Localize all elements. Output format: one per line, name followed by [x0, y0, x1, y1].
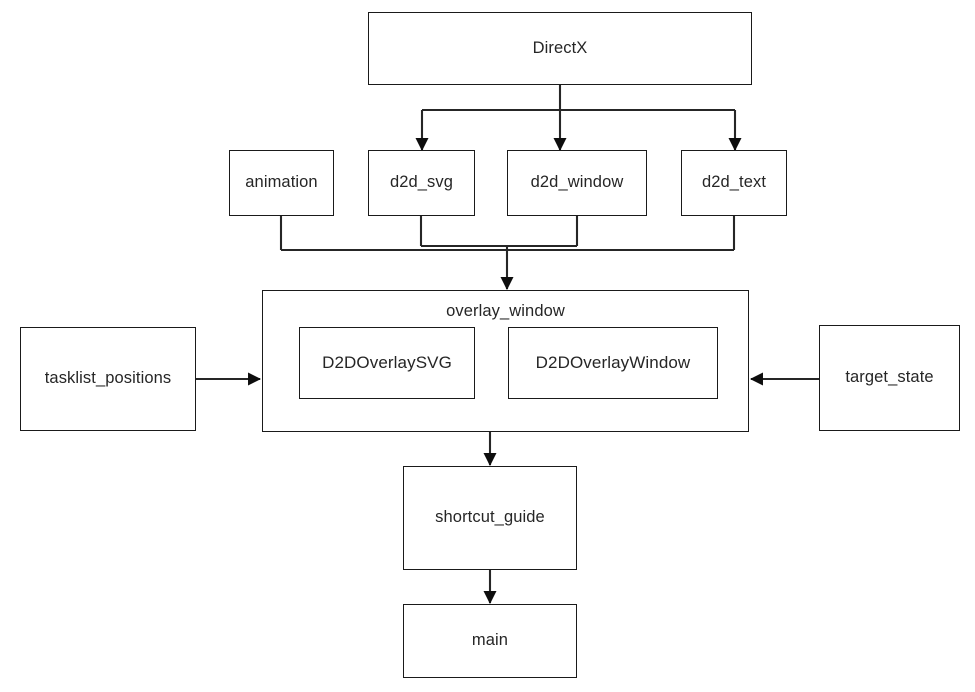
- node-d2d-window-label: d2d_window: [530, 173, 624, 192]
- node-d2d-svg-label: d2d_svg: [389, 173, 454, 192]
- node-d2d-overlay-window[interactable]: D2DOverlayWindow: [508, 327, 718, 399]
- node-main[interactable]: main: [403, 604, 577, 678]
- node-directx-label: DirectX: [532, 38, 588, 57]
- node-d2d-window[interactable]: d2d_window: [507, 150, 647, 216]
- node-d2d-svg[interactable]: d2d_svg: [368, 150, 475, 216]
- node-tasklist-positions[interactable]: tasklist_positions: [20, 327, 196, 431]
- node-target-state[interactable]: target_state: [819, 325, 960, 431]
- node-d2d-text-label: d2d_text: [701, 173, 767, 192]
- node-main-label: main: [471, 631, 509, 650]
- node-d2d-overlay-window-label: D2DOverlayWindow: [535, 352, 691, 372]
- node-animation[interactable]: animation: [229, 150, 334, 216]
- node-tasklist-positions-label: tasklist_positions: [44, 369, 172, 388]
- node-shortcut-guide-label: shortcut_guide: [435, 508, 545, 527]
- node-shortcut-guide[interactable]: shortcut_guide: [403, 466, 577, 570]
- node-directx[interactable]: DirectX: [368, 12, 752, 85]
- node-target-state-label: target_state: [845, 368, 934, 387]
- node-overlay-window[interactable]: overlay_window D2DOverlaySVG D2DOverlayW…: [262, 290, 749, 432]
- node-d2d-overlay-svg[interactable]: D2DOverlaySVG: [299, 327, 475, 399]
- node-animation-label: animation: [245, 173, 318, 192]
- node-overlay-window-label: overlay_window: [446, 302, 565, 320]
- node-d2d-overlay-svg-label: D2DOverlaySVG: [322, 352, 452, 372]
- node-d2d-text[interactable]: d2d_text: [681, 150, 787, 216]
